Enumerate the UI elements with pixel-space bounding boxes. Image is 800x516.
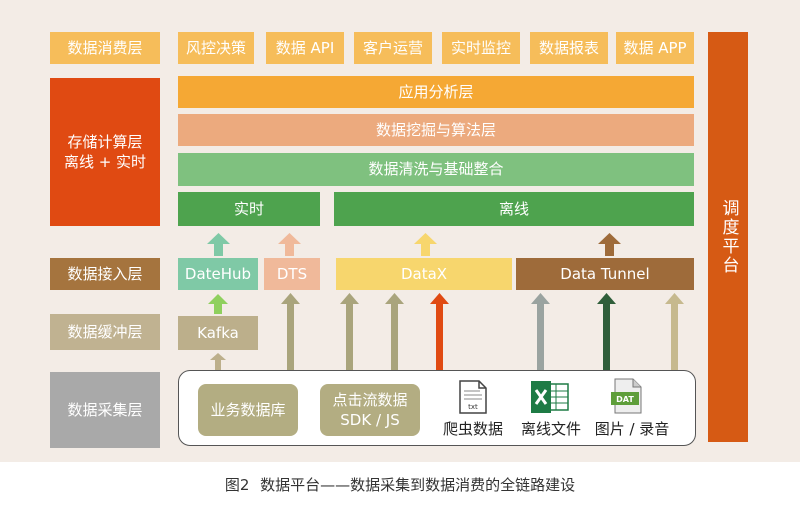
consumer-customer-ops: 客户运营: [354, 32, 432, 64]
text-file-icon: txt: [459, 380, 487, 414]
arrow-collection-to-datax-3: [430, 293, 449, 370]
storage-line-1: 存储计算层: [67, 132, 143, 151]
arrow-collection-to-datax-1: [340, 293, 359, 370]
consumer-realtime-monitor: 实时监控: [442, 32, 520, 64]
collection-layer-label: 数据采集层: [50, 372, 160, 448]
business-db-box: 业务数据库: [198, 384, 298, 436]
datax-box: DataX: [336, 258, 512, 290]
clickstream-line-1: 点击流数据: [332, 390, 408, 409]
arrow-dts-to-realtime: [278, 233, 301, 256]
consumer-data-api: 数据 API: [266, 32, 344, 64]
arrow-collection-to-tunnel-1: [531, 293, 550, 370]
arrow-collection-to-tunnel-2: [597, 293, 616, 370]
spreadsheet-icon: [531, 381, 569, 413]
dat-file-icon: DAT: [611, 378, 642, 414]
arrow-collection-to-tunnel-3: [665, 293, 684, 370]
arrow-collection-to-dts: [281, 293, 300, 370]
flow-arrows: [207, 233, 684, 370]
arrow-collection-to-kafka: [210, 353, 226, 370]
consumer-data-app: 数据 APP: [616, 32, 694, 64]
storage-line-2: 离线 + 实时: [63, 153, 147, 171]
images-audio-label: 图片 / 录音: [594, 420, 670, 438]
arrow-datax-to-offline: [414, 233, 437, 256]
clickstream-line-2: SDK / JS: [340, 411, 400, 429]
buffer-layer-label: 数据缓冲层: [50, 314, 160, 350]
scheduler-platform: 调度平台: [708, 32, 748, 442]
figure-number: 图2: [224, 476, 250, 494]
arrow-datehub-to-realtime: [207, 233, 230, 256]
data-tunnel-box: Data Tunnel: [516, 258, 694, 290]
arrow-kafka-to-datehub: [208, 294, 228, 314]
kafka-box: Kafka: [178, 316, 258, 350]
consumer-risk-decision: 风控决策: [178, 32, 254, 64]
datehub-box: DateHub: [178, 258, 258, 290]
dat-icon-label: DAT: [616, 395, 634, 404]
mining-algorithm-layer: 数据挖掘与算法层: [178, 114, 694, 146]
app-analysis-layer: 应用分析层: [178, 76, 694, 108]
storage-compute-layer-label: 存储计算层 离线 + 实时: [50, 78, 160, 226]
txt-icon-label: txt: [468, 403, 478, 411]
arrow-collection-to-datax-2: [385, 293, 404, 370]
dts-box: DTS: [264, 258, 320, 290]
ingestion-layer-label: 数据接入层: [50, 258, 160, 290]
clickstream-box: 点击流数据 SDK / JS: [320, 384, 420, 436]
realtime-block: 实时: [178, 192, 320, 226]
data-platform-diagram: 数据消费层 存储计算层 离线 + 实时 数据接入层 数据缓冲层 数据采集层 风控…: [0, 0, 800, 462]
cleaning-integration-layer: 数据清洗与基础整合: [178, 153, 694, 186]
consumption-layer-label: 数据消费层: [50, 32, 160, 64]
figure-caption: 图2 数据平台——数据采集到数据消费的全链路建设: [0, 474, 800, 495]
offline-block: 离线: [334, 192, 694, 226]
figure-caption-text: 数据平台——数据采集到数据消费的全链路建设: [260, 476, 576, 494]
consumer-data-report: 数据报表: [530, 32, 608, 64]
crawler-data-label: 爬虫数据: [442, 420, 503, 438]
arrow-tunnel-to-offline: [598, 233, 621, 256]
offline-file-label: 离线文件: [520, 420, 581, 438]
